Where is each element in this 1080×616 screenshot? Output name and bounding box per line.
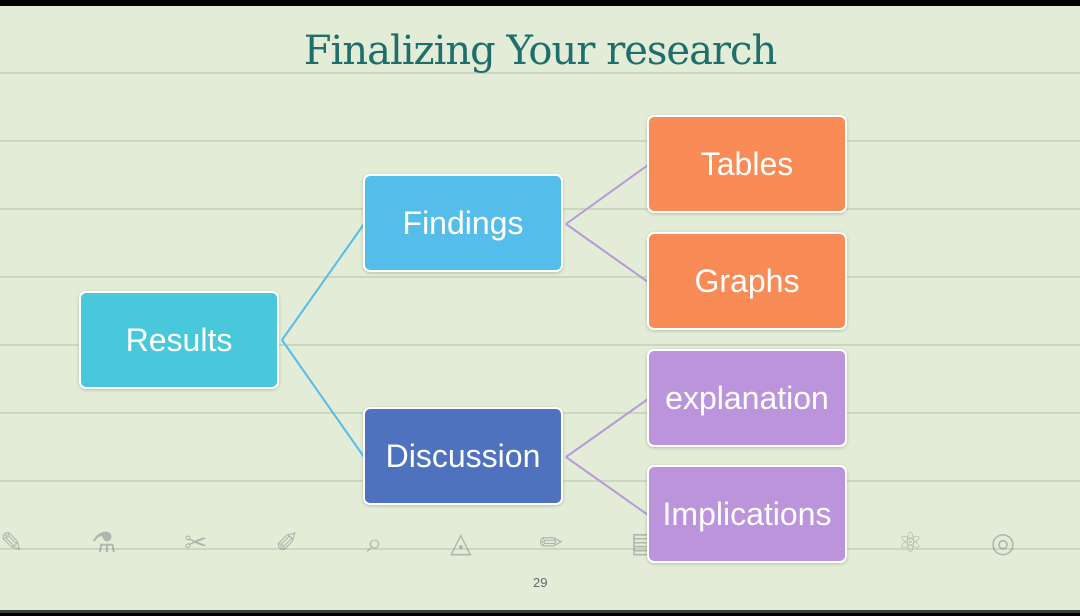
node-tables: Tables [647, 115, 847, 213]
connector-results-discussion [281, 339, 365, 458]
node-implications: Implications [647, 465, 847, 563]
connector-findings-graphs [565, 223, 649, 283]
slide-title: Finalizing Your research [303, 28, 777, 74]
connector-findings-tables [565, 164, 649, 225]
bottom-bar [0, 610, 1080, 613]
node-results: Results [79, 291, 279, 389]
page-number: 29 [533, 575, 548, 590]
node-graphs: Graphs [647, 232, 847, 330]
connector-discussion-explanation [565, 398, 649, 458]
node-explanation: explanation [647, 349, 847, 447]
slide: ✎ ⚗ ✂ ✐ ⌕ ◬ ✏ ▤ ✧ ♪ ⚛ ◎ ✎ ♫ ▣ [0, 6, 1080, 610]
node-discussion: Discussion [363, 407, 563, 505]
connector-results-findings [281, 223, 365, 341]
doodle-decorations: ✎ ⚗ ✂ ✐ ⌕ ◬ ✏ ▤ ✧ ♪ ⚛ ◎ ✎ ♫ ▣ [0, 527, 1080, 558]
node-findings: Findings [363, 174, 563, 272]
connector-discussion-implications [565, 456, 649, 516]
